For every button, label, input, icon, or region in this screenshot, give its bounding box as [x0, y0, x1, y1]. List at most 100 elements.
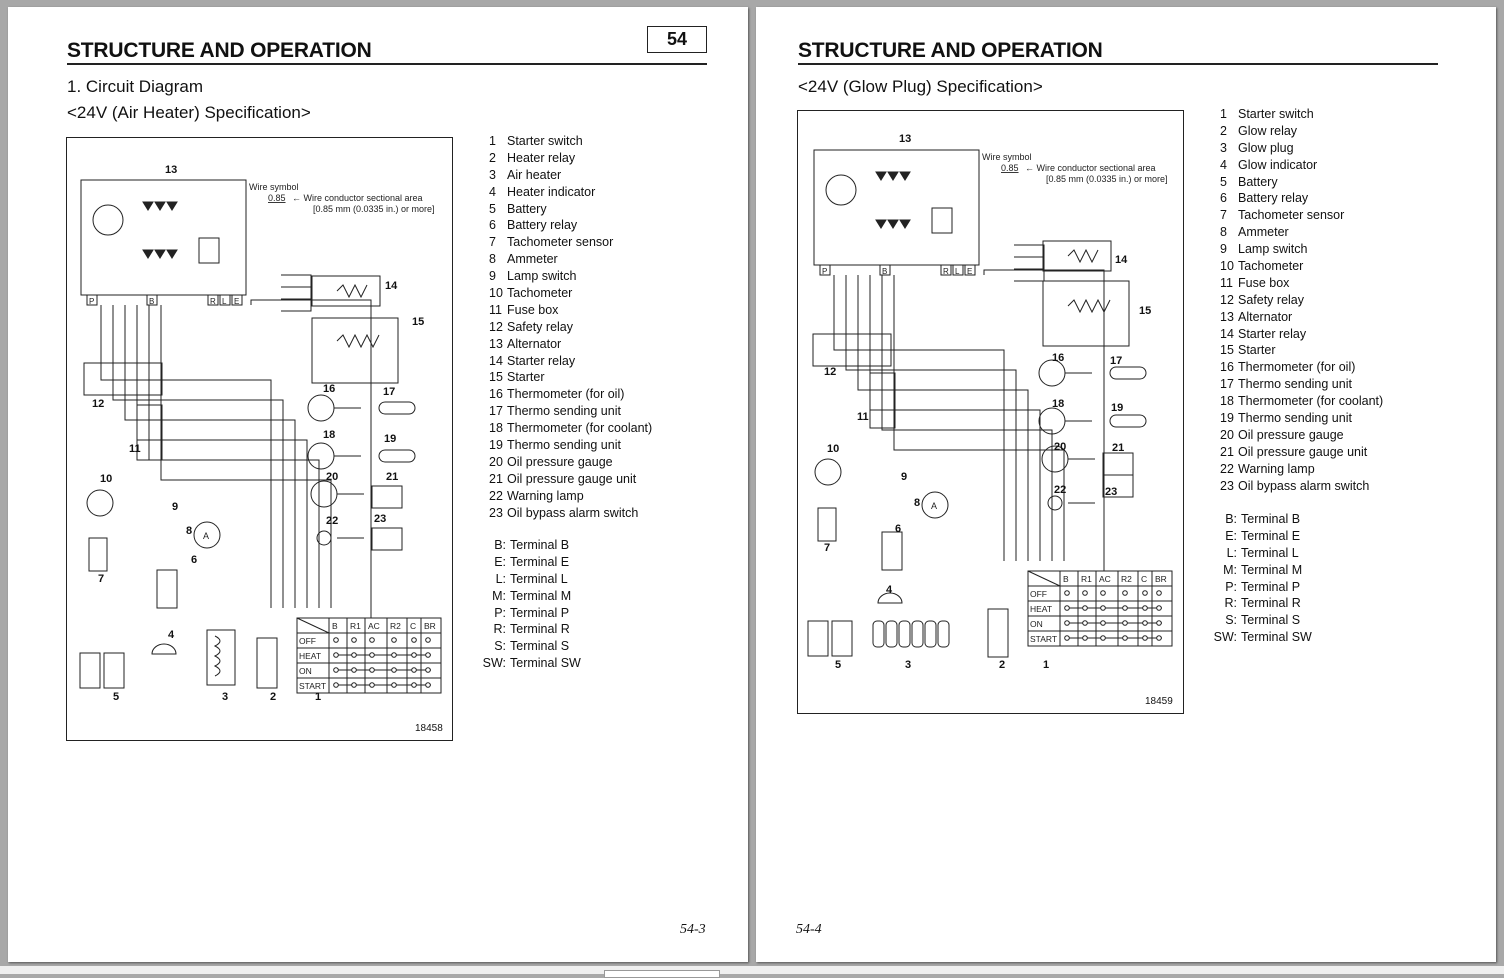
- svg-text:E: E: [234, 297, 239, 306]
- legend-number: 16: [1220, 360, 1234, 375]
- legend-label: Air heater: [507, 167, 562, 182]
- switch-col-label: AC: [1099, 574, 1111, 584]
- switch-col-label: C: [1141, 574, 1147, 584]
- legend-label: Fuse box: [507, 302, 559, 317]
- figure-id: 18459: [1145, 696, 1173, 707]
- terminal-label: Terminal P: [510, 605, 570, 620]
- terminal-item: E:Terminal E: [1211, 528, 1312, 545]
- terminal-label: Terminal R: [1241, 596, 1301, 611]
- legend-number: 18: [489, 421, 503, 436]
- terminal-code: P:: [494, 605, 506, 620]
- legend-number: 7: [1220, 208, 1227, 223]
- legend-label: Glow plug: [1238, 140, 1294, 155]
- pdf-page-54-3: STRUCTURE AND OPERATION 54 1. Circuit Di…: [8, 7, 748, 962]
- svg-text:E: E: [967, 267, 972, 276]
- legend-label: Tachometer sensor: [507, 235, 614, 250]
- legend-number: 15: [1220, 343, 1234, 358]
- terminal-code: S:: [494, 639, 506, 654]
- terminal-code: R:: [493, 622, 507, 637]
- switch-col-label: B: [1063, 574, 1069, 584]
- tachometer-symbol: [86, 489, 114, 517]
- legend-label: Starter relay: [507, 353, 576, 368]
- component-number-1: 1: [315, 691, 321, 703]
- legend-label: Thermometer (for coolant): [507, 421, 653, 436]
- legend-label: Safety relay: [507, 319, 574, 334]
- wire-symbol-value: 0.85: [268, 193, 286, 203]
- terminal-label: Terminal R: [510, 622, 570, 637]
- page-number-input[interactable]: [604, 970, 720, 978]
- legend-number: 12: [489, 319, 503, 334]
- legend-label: Oil bypass alarm switch: [507, 505, 639, 520]
- page-folio: 54-4: [796, 922, 822, 937]
- gauge-symbol: [310, 480, 338, 508]
- switch-col-label: R1: [350, 621, 361, 631]
- terminal-code: P:: [1225, 579, 1237, 594]
- legend-number: 19: [489, 438, 503, 453]
- terminal-item: R:Terminal R: [1211, 595, 1312, 612]
- legend-number: 4: [1220, 157, 1227, 172]
- terminal-code: M:: [492, 588, 506, 603]
- svg-text:B: B: [882, 267, 887, 276]
- component-number-2: 2: [999, 659, 1005, 671]
- legend-number: 11: [1220, 275, 1233, 290]
- legend-label: Oil bypass alarm switch: [1238, 478, 1370, 493]
- legend-number: 13: [489, 336, 503, 351]
- component-number-10: 10: [827, 443, 839, 455]
- component-number-4: 4: [168, 629, 175, 641]
- component-number-13: 13: [165, 164, 177, 176]
- fuse-box-symbol: [136, 404, 163, 461]
- svg-text:← Wire conductor sectional are: ← Wire conductor sectional area: [292, 193, 423, 203]
- component-number-7: 7: [824, 542, 830, 554]
- page-title: STRUCTURE AND OPERATION: [67, 39, 372, 62]
- legend-number: 14: [1220, 326, 1234, 341]
- svg-text:R: R: [210, 297, 216, 306]
- legend-number: 10: [1220, 259, 1234, 274]
- legend-label: Battery relay: [1238, 191, 1309, 206]
- viewer-status-bar: [0, 966, 1504, 974]
- legend-label: Starter switch: [1238, 107, 1314, 121]
- wire-symbol-value: 0.85: [1001, 163, 1019, 173]
- terminal-code: E:: [1225, 528, 1237, 543]
- legend-label: Starter: [1238, 343, 1276, 358]
- component-number-12: 12: [92, 398, 104, 410]
- legend-label: Tachometer: [507, 286, 573, 301]
- spec-heading: <24V (Air Heater) Specification>: [67, 103, 311, 122]
- switch-col-label: R1: [1081, 574, 1092, 584]
- legend-label: Heater relay: [507, 150, 576, 165]
- legend-label: Ammeter: [507, 252, 558, 267]
- legend-label: Starter switch: [507, 134, 583, 148]
- terminal-item: R:Terminal R: [480, 621, 581, 638]
- switch-row-label: OFF: [299, 636, 316, 646]
- component-number-5: 5: [835, 659, 841, 671]
- switch-row-label: ON: [1030, 619, 1043, 629]
- component-number-21: 21: [386, 471, 398, 483]
- terminal-item: M:Terminal M: [480, 588, 581, 605]
- legend-number: 17: [1220, 377, 1234, 392]
- terminal-code: S:: [1225, 613, 1237, 628]
- legend-label: Alternator: [507, 336, 562, 351]
- component-number-14: 14: [385, 280, 398, 292]
- terminal-label: Terminal B: [1241, 512, 1301, 526]
- component-number-15: 15: [412, 316, 424, 328]
- legend-number: 8: [1220, 225, 1227, 240]
- legend-label: Glow relay: [1238, 123, 1298, 138]
- legend-item: 12 Safety relay: [489, 319, 652, 336]
- component-number-11: 11: [857, 411, 869, 423]
- legend-number: 2: [489, 150, 496, 165]
- legend-number: 14: [489, 353, 503, 368]
- component-number-16: 16: [323, 383, 335, 395]
- component-number-9: 9: [901, 471, 907, 483]
- switch-row-label: HEAT: [1030, 604, 1052, 614]
